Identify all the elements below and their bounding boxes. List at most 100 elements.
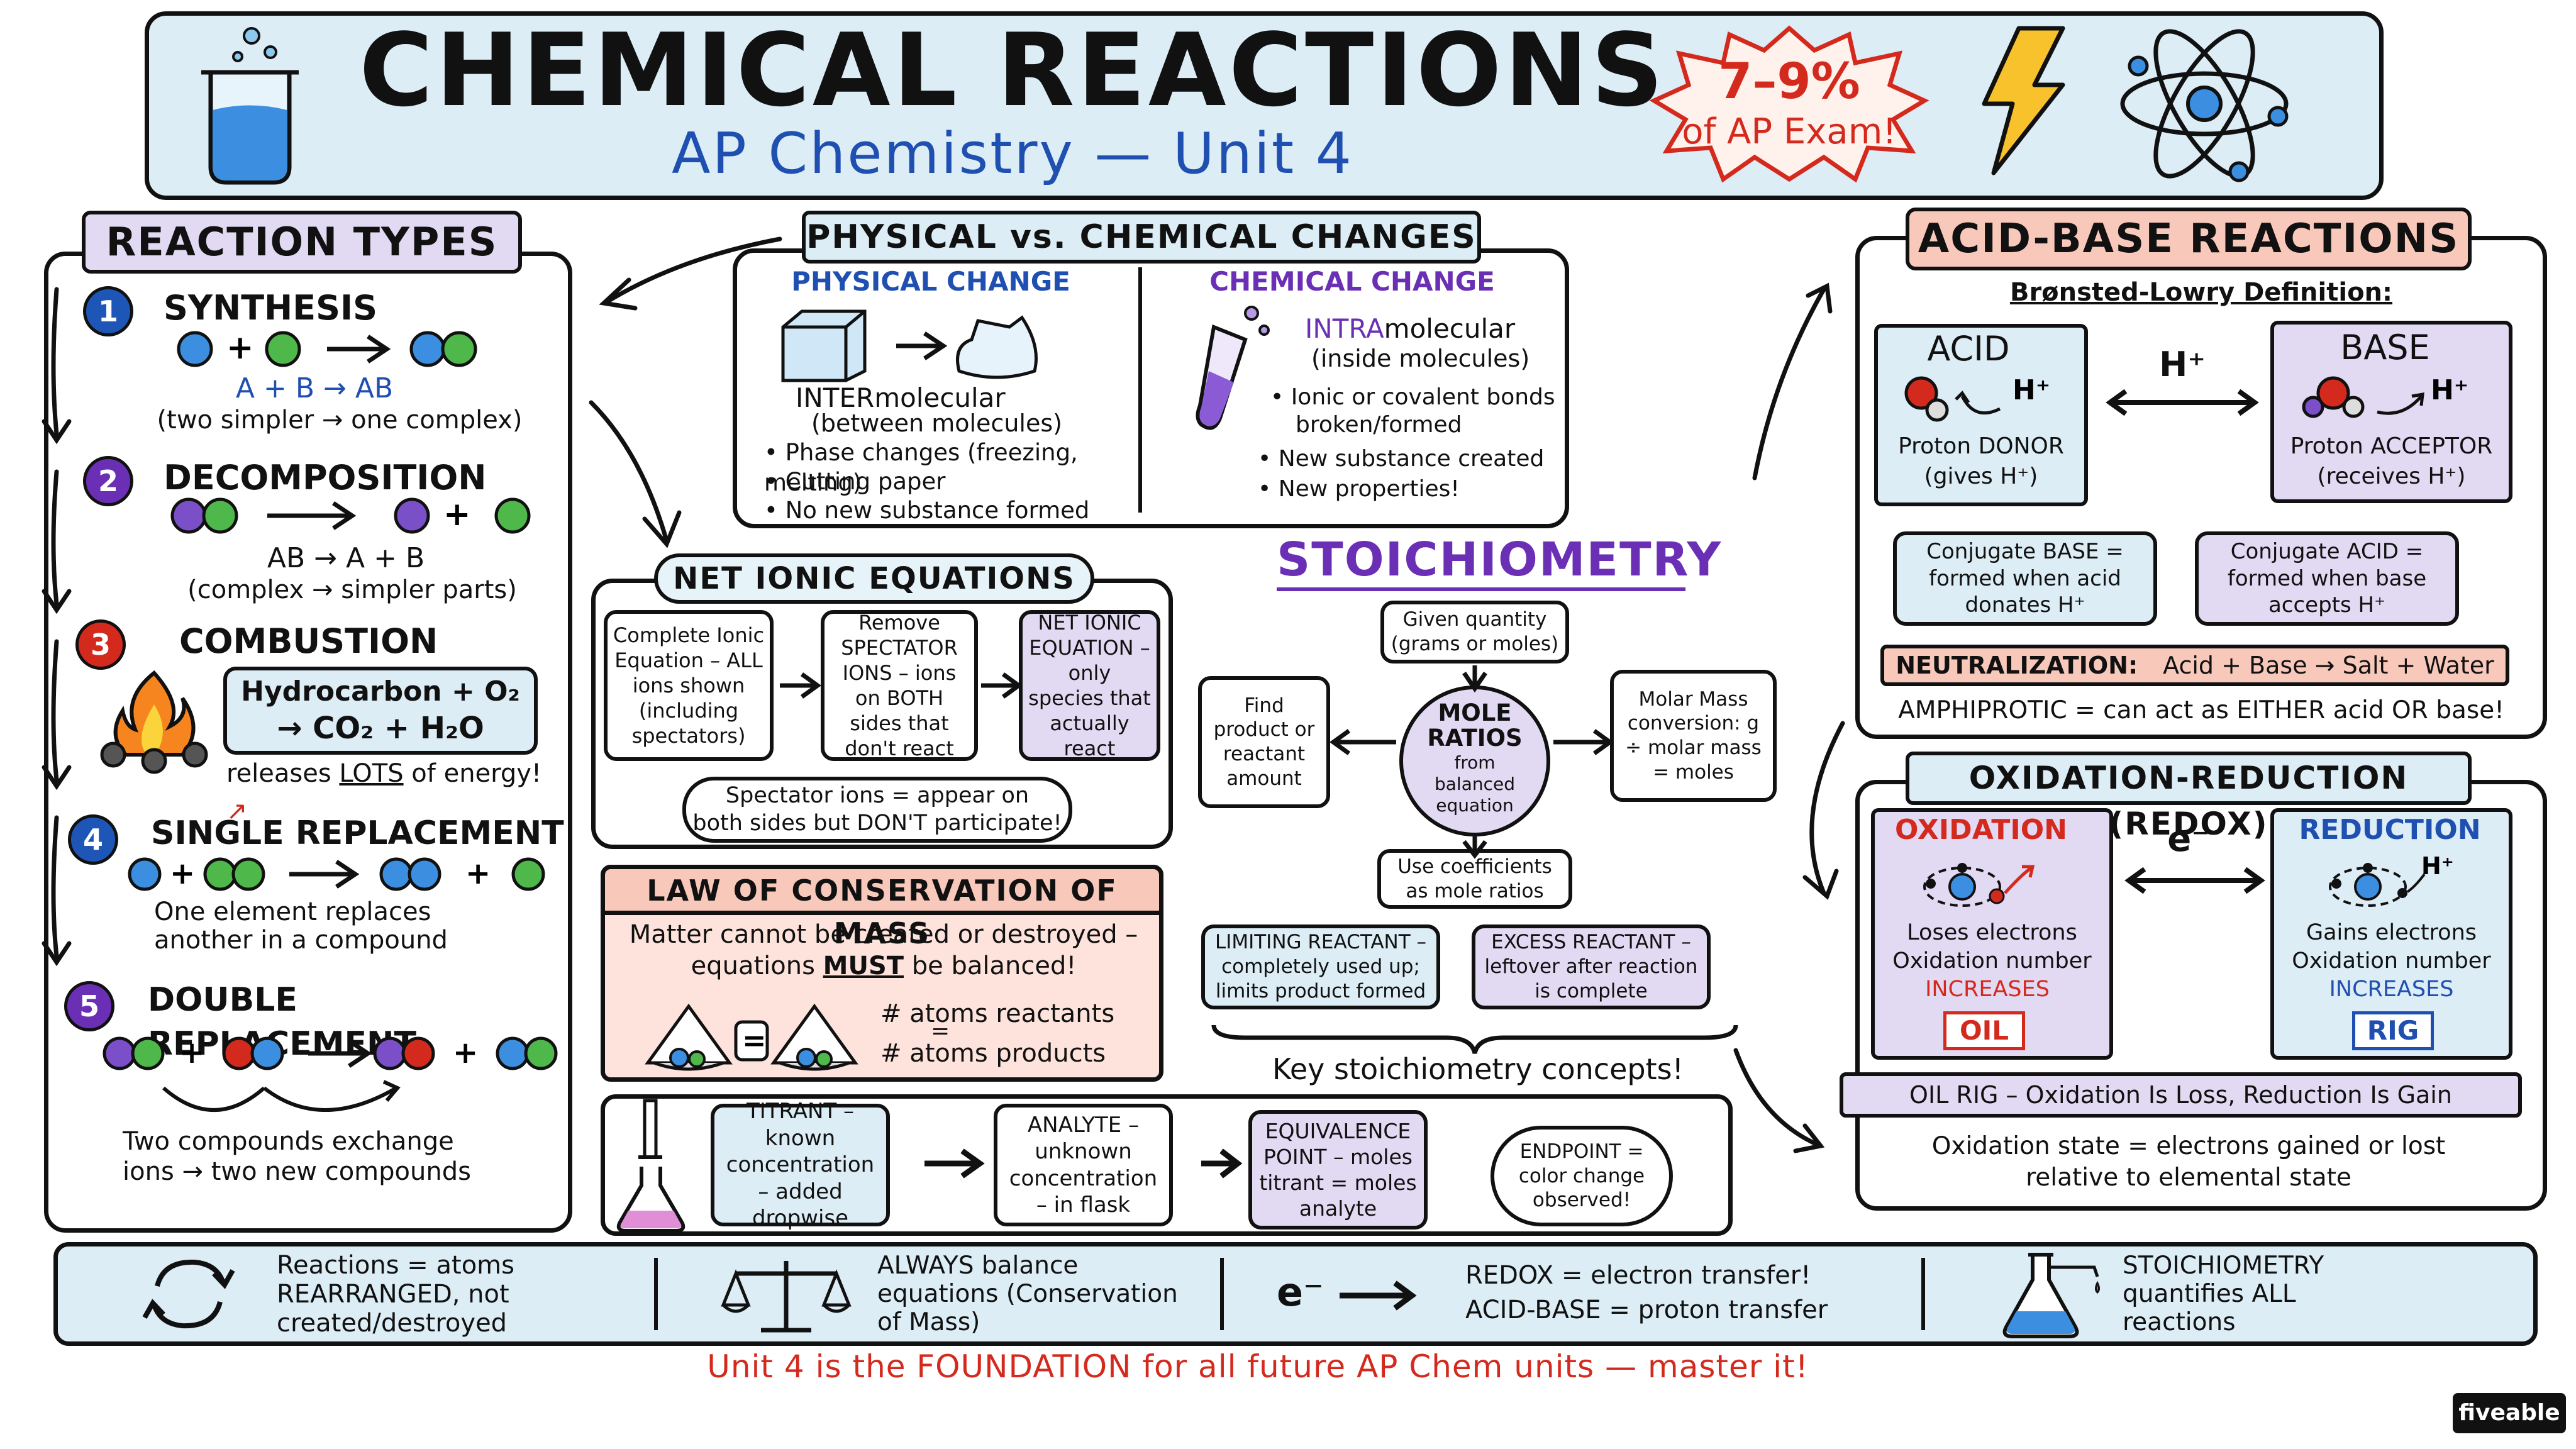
step-number-3: 3: [75, 619, 126, 670]
page-title: CHEMICAL REACTIONS: [359, 11, 1666, 129]
conjugate-acid-box: Conjugate ACID = formed when base accept…: [2195, 531, 2459, 626]
oil-rig-bar: OIL RIG – Oxidation Is Loss, Reduction I…: [1840, 1072, 2522, 1118]
combustion-note-post: of energy!: [403, 759, 541, 788]
combustion-label: COMBUSTION: [179, 621, 438, 661]
net-ionic-step-2: Remove SPECTATOR IONS – ions on BOTH sid…: [821, 610, 978, 761]
svg-text:+: +: [170, 856, 195, 891]
acid-line-1: Proton DONOR: [1898, 433, 2064, 459]
physical-bullet-2: • Cutting paper: [764, 468, 946, 495]
reduction-line-2: Oxidation number: [2292, 948, 2491, 974]
spectator-line-2: both sides but DON'T participate!: [692, 810, 1062, 836]
limiting-reactant-box: LIMITING REACTANT – completely used up; …: [1201, 924, 1440, 1009]
summary-divider-2: [1220, 1258, 1224, 1330]
neutralization-equation: Acid + Base → Salt + Water: [2163, 652, 2494, 679]
redox-header: OXIDATION-REDUCTION (REDOX): [1906, 752, 2472, 842]
combustion-eq-line2: → CO₂ + H₂O: [277, 711, 484, 746]
reaction-types-header: REACTION TYPES: [82, 211, 522, 274]
titration-arrows: [924, 1148, 1243, 1179]
stoich-arrows: [1330, 665, 1614, 859]
combustion-note: releases LOTS of energy! ↗: [226, 755, 566, 826]
excess-reactant-box: EXCESS REACTANT – leftover after reactio…: [1472, 924, 1711, 1009]
equivalence-box: EQUIVALENCE POINT – moles titrant = mole…: [1248, 1110, 1428, 1230]
reduction-line-1: Gains electrons: [2306, 920, 2477, 945]
amphiprotic-note: AMPHIPROTIC = can act as EITHER acid OR …: [1898, 696, 2504, 724]
spectator-line-1: Spectator ions = appear on: [725, 782, 1030, 808]
endpoint-callout: ENDPOINT = color change observed!: [1491, 1126, 1673, 1226]
exam-badge-percent: 7–9%: [1718, 53, 1860, 110]
step-number-4: 4: [68, 814, 118, 865]
mole-ratios-sub: from balanced equation: [1434, 752, 1515, 816]
mole-ratios-line-2: RATIOS: [1427, 724, 1523, 752]
physical-chemical-divider: [1138, 267, 1142, 513]
fiveable-logo[interactable]: fiveable: [2453, 1393, 2566, 1433]
svg-text:+: +: [226, 329, 254, 367]
chemical-bullet-3: • New properties!: [1258, 476, 1460, 502]
beaker-icon: [201, 27, 299, 185]
footer-message: Unit 4 is the FOUNDATION for all future …: [707, 1348, 1809, 1385]
conservation-header: LAW OF CONSERVATION OF MASS: [601, 865, 1163, 950]
physical-chemical-header: PHYSICAL vs. CHEMICAL CHANGES: [802, 211, 1481, 264]
stoich-given-box: Given quantity (grams or moles): [1380, 601, 1569, 663]
intra-emphasis: INTRA: [1305, 313, 1384, 344]
starburst-badge-icon: [1649, 25, 1929, 183]
synthesis-equation: A + B → AB: [235, 372, 394, 404]
summary-item-3-line-1: REDOX = electron transfer!: [1465, 1261, 1811, 1290]
svg-text:+: +: [443, 496, 471, 533]
base-molecule-icon: H⁺: [2302, 374, 2468, 418]
summary-bar: [53, 1242, 2538, 1346]
summary-divider-3: [1921, 1258, 1925, 1330]
reduction-line-3: INCREASES: [2329, 977, 2454, 1002]
double-replacement-note-1: Two compounds exchange: [123, 1127, 454, 1156]
conservation-line-1: Matter cannot be created or destroyed –: [629, 920, 1138, 949]
fire-icon: [100, 670, 208, 774]
synthesis-molecules-icon: +: [177, 329, 477, 367]
summary-arrow-icon: [1340, 1280, 1417, 1311]
oxidation-state-line-1: Oxidation state = electrons gained or lo…: [1931, 1132, 2446, 1160]
exam-badge-text: of AP Exam!: [1682, 111, 1897, 152]
chemical-bullet-2: • New substance created: [1258, 446, 1545, 472]
physical-chemical-panel: [733, 248, 1569, 528]
oil-badge: OIL: [1943, 1011, 2025, 1050]
electron-label: e⁻: [2167, 819, 2210, 860]
lightning-icon: [1982, 26, 2065, 175]
svg-text:H⁺: H⁺: [2012, 374, 2050, 406]
synthesis-note: (two simpler → one complex): [157, 406, 523, 435]
net-ionic-arrows: [780, 672, 1023, 699]
oxidation-label: OXIDATION: [1895, 814, 2067, 846]
intermolecular-label: INTERmolecular: [796, 380, 1123, 416]
balance-scale-icon: =: [645, 1003, 858, 1071]
acid-label: ACID: [1927, 329, 2010, 369]
acid-base-header: ACID-BASE REACTIONS: [1906, 208, 2472, 270]
decomposition-label: DECOMPOSITION: [164, 458, 487, 497]
intermolecular-note: (between molecules): [811, 409, 1062, 437]
oxidation-line-1: Loses electrons: [1907, 920, 2077, 945]
intramolecular-note: (inside molecules): [1311, 345, 1530, 372]
summary-item-3-line-2: ACID-BASE = proton transfer: [1465, 1296, 1828, 1324]
atom-icon: [2120, 29, 2289, 182]
neutralization-bar: NEUTRALIZATION: Acid + Base → Salt + Wat…: [1880, 645, 2509, 686]
page-subtitle: AP Chemistry — Unit 4: [671, 121, 1354, 187]
svg-text:H⁺: H⁺: [2431, 374, 2468, 406]
summary-item-1: Reactions = atoms REARRANGED, not create…: [277, 1250, 514, 1338]
decomposition-molecules-icon: +: [170, 496, 531, 534]
single-replacement-note-2: another in a compound: [154, 926, 448, 955]
electron-transfer-arrow: [2124, 867, 2265, 894]
net-ionic-step-3: NET IONIC EQUATION – only species that a…: [1019, 610, 1160, 761]
analyte-box: ANALYTE – unknown concentration – in fla…: [994, 1104, 1173, 1226]
svg-text:+: +: [179, 1035, 204, 1070]
h-plus-label: H⁺: [2159, 345, 2206, 384]
oxidation-state-line-2: relative to elemental state: [2026, 1163, 2351, 1192]
step-number-5: 5: [64, 981, 114, 1031]
stoichiometry-header: STOICHIOMETRY: [1277, 528, 1721, 591]
physical-bullet-3: • No new substance formed: [764, 497, 1090, 524]
intramolecular-label: INTRAmolecular: [1305, 311, 1557, 347]
summary-electron-symbol: e⁻: [1277, 1269, 1324, 1315]
stoich-brace: [1211, 1024, 1738, 1054]
neutralization-label: NEUTRALIZATION:: [1896, 652, 2138, 679]
svg-text:=: =: [742, 1023, 767, 1057]
net-ionic-header: NET IONIC EQUATIONS: [654, 553, 1094, 604]
base-line-2: (receives H⁺): [2317, 464, 2466, 489]
ice-melting-icon: [781, 309, 1038, 382]
up-arrow-icon: ↗: [226, 797, 248, 826]
scales-icon: [721, 1261, 852, 1333]
